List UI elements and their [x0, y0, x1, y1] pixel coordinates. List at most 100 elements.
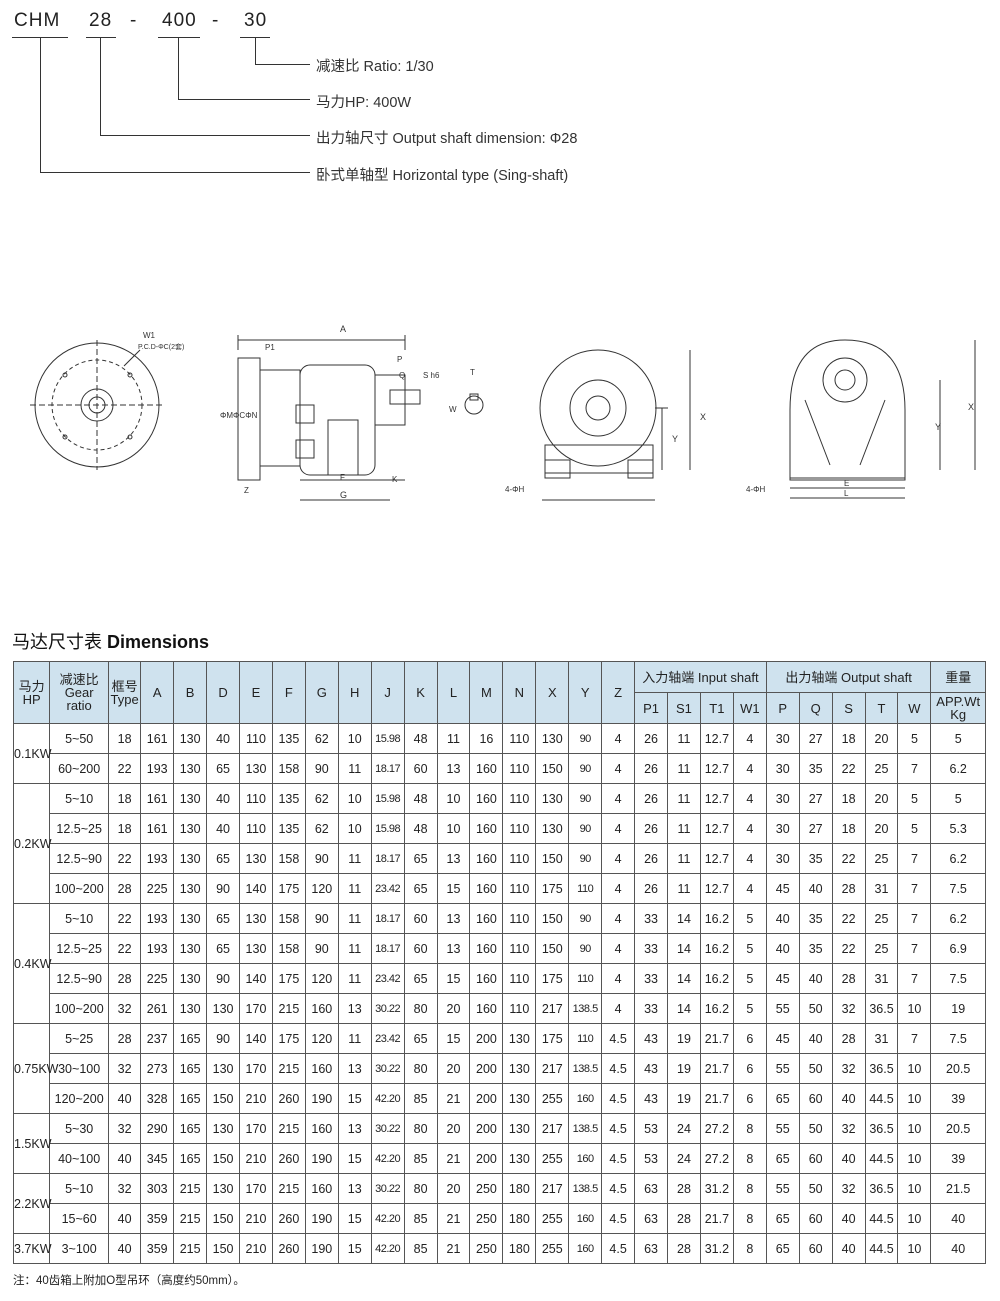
- value-cell: 63: [634, 1203, 668, 1234]
- value-cell: 60: [403, 933, 438, 964]
- header-dim: F: [271, 661, 306, 724]
- value-cell: 26: [634, 813, 668, 844]
- value-cell: 7.5: [930, 963, 986, 994]
- value-cell: 28: [107, 1023, 142, 1054]
- value-cell: 36.5: [864, 1173, 899, 1204]
- value-cell: 22: [107, 933, 142, 964]
- value-cell: 31.2: [699, 1173, 734, 1204]
- value-cell: 6.2: [930, 843, 986, 874]
- value-cell: 40: [107, 1233, 142, 1264]
- value-cell: 160: [469, 993, 504, 1024]
- value-cell: 160: [469, 813, 504, 844]
- value-cell: 11: [337, 963, 372, 994]
- value-cell: 250: [469, 1203, 504, 1234]
- leader-line: [40, 38, 41, 173]
- label-w1: W1: [143, 331, 156, 340]
- hp-cell: 0.2KW: [12, 783, 52, 904]
- value-cell: 10: [897, 1083, 932, 1114]
- value-cell: 60: [798, 1143, 833, 1174]
- value-cell: 15.98: [370, 723, 405, 754]
- value-cell: 44.5: [864, 1083, 899, 1114]
- value-cell: 11: [337, 1023, 372, 1054]
- value-cell: 7.5: [930, 873, 986, 904]
- value-cell: 11: [667, 873, 701, 904]
- value-cell: 5: [732, 933, 767, 964]
- value-cell: 210: [239, 1233, 273, 1264]
- value-cell: 110: [502, 753, 537, 784]
- value-cell: 15: [337, 1203, 372, 1234]
- value-cell: 21.5: [930, 1173, 986, 1204]
- value-cell: 160: [469, 963, 504, 994]
- label-p: P: [397, 355, 402, 364]
- value-cell: 55: [765, 993, 800, 1024]
- value-cell: 40: [206, 783, 241, 814]
- value-cell: 180: [502, 1173, 537, 1204]
- value-cell: 20: [864, 723, 899, 754]
- value-cell: 6: [732, 1083, 767, 1114]
- value-cell: 16: [469, 723, 504, 754]
- value-cell: 4.5: [601, 1173, 636, 1204]
- value-cell: 32: [107, 1113, 142, 1144]
- value-cell: 165: [173, 1143, 208, 1174]
- gearmotor-front-view: Y X 4-ΦH: [505, 349, 706, 501]
- value-cell: 43: [634, 1053, 668, 1084]
- header-dim: E: [239, 661, 273, 724]
- header-dim: H: [337, 661, 372, 724]
- value-cell: 5: [930, 783, 986, 814]
- value-cell: 40: [798, 873, 833, 904]
- code-series: CHM: [14, 10, 61, 31]
- leader-line: [100, 135, 310, 136]
- value-cell: 90: [568, 783, 603, 814]
- header-output-col: P: [765, 692, 800, 724]
- value-cell: 90: [568, 903, 603, 934]
- value-cell: 4.5: [601, 1143, 636, 1174]
- value-cell: 215: [271, 1173, 306, 1204]
- value-cell: 130: [173, 963, 208, 994]
- value-cell: 110: [239, 723, 273, 754]
- value-cell: 130: [535, 783, 570, 814]
- value-cell: 217: [535, 993, 570, 1024]
- value-cell: 190: [304, 1203, 339, 1234]
- value-cell: 120: [304, 963, 339, 994]
- value-cell: 31: [864, 963, 899, 994]
- code-underline: [86, 37, 116, 38]
- value-cell: 16.2: [699, 963, 734, 994]
- table-title-cn: 马达尺寸表: [12, 632, 102, 652]
- callout-type: 卧式单轴型 Horizontal type (Sing-shaft): [316, 168, 569, 184]
- value-cell: 85: [403, 1233, 438, 1264]
- value-cell: 32: [107, 993, 142, 1024]
- value-cell: 40: [107, 1083, 142, 1114]
- value-cell: 90: [304, 933, 339, 964]
- value-cell: 65: [403, 1023, 438, 1054]
- label-x: X: [968, 402, 974, 412]
- value-cell: 5.3: [930, 813, 986, 844]
- value-cell: 4: [732, 783, 767, 814]
- value-cell: 110: [568, 1023, 603, 1054]
- label-g: G: [340, 490, 347, 500]
- header-output-col: T: [864, 692, 899, 724]
- value-cell: 33: [634, 903, 668, 934]
- value-cell: 19: [667, 1083, 701, 1114]
- leader-line: [100, 38, 101, 136]
- value-cell: 26: [634, 873, 668, 904]
- ratio-cell: 5~10: [49, 783, 109, 814]
- value-cell: 160: [469, 843, 504, 874]
- value-cell: 5: [732, 963, 767, 994]
- value-cell: 193: [140, 903, 175, 934]
- value-cell: 80: [403, 1173, 438, 1204]
- value-cell: 110: [502, 723, 537, 754]
- header-dim: J: [370, 661, 405, 724]
- value-cell: 4.5: [601, 1083, 636, 1114]
- value-cell: 22: [831, 753, 866, 784]
- label-y: Y: [935, 422, 941, 432]
- value-cell: 40: [206, 723, 241, 754]
- value-cell: 43: [634, 1023, 668, 1054]
- value-cell: 23.42: [370, 1023, 405, 1054]
- code-power: 400: [162, 10, 197, 31]
- value-cell: 161: [140, 723, 175, 754]
- value-cell: 160: [568, 1083, 603, 1114]
- value-cell: 65: [403, 873, 438, 904]
